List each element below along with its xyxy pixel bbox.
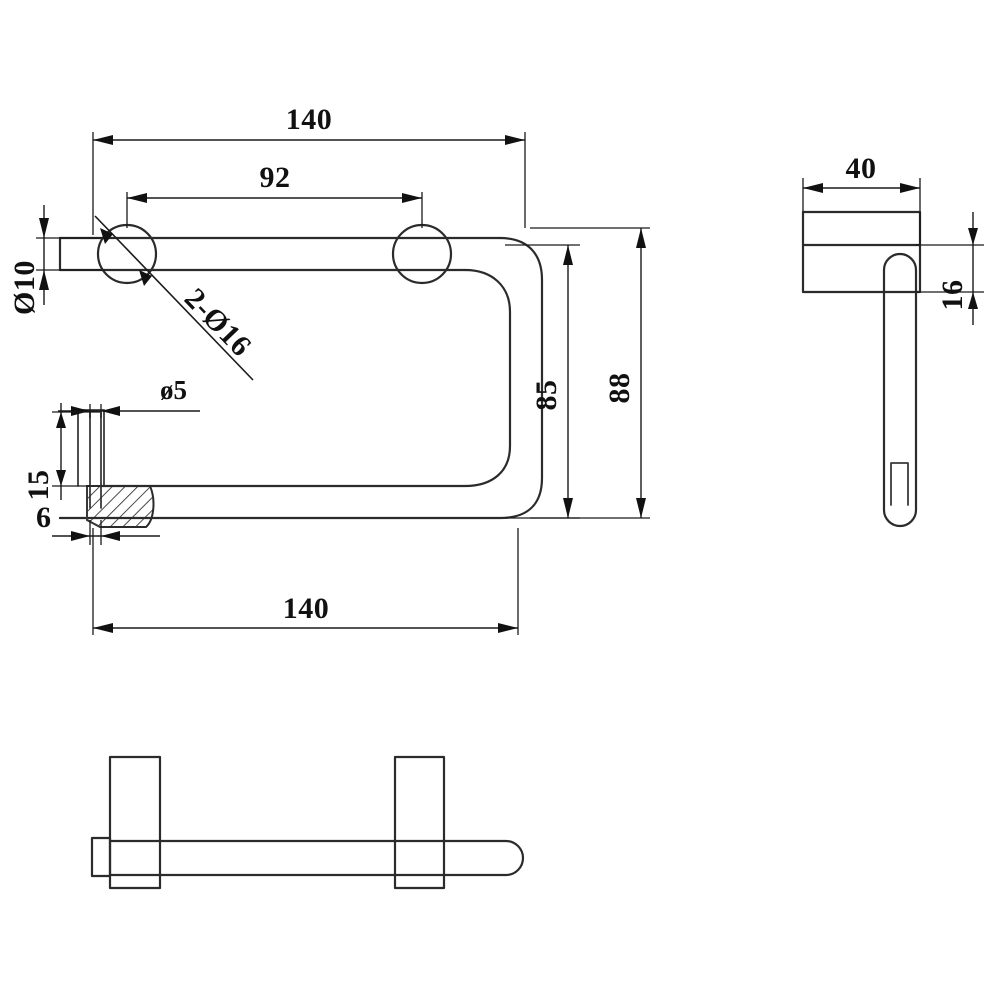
arrowhead-lower bbox=[139, 270, 152, 286]
dim-overall-width-bottom: 140 bbox=[92, 528, 519, 635]
dim-label: 15 bbox=[22, 470, 55, 501]
side-arm-bar bbox=[882, 252, 918, 528]
arrowhead-top bbox=[56, 412, 66, 428]
top-view bbox=[90, 755, 525, 890]
dim-label: 85 bbox=[530, 380, 563, 411]
dim-label: 40 bbox=[846, 152, 877, 185]
dim-label: 2-Ø16 bbox=[178, 282, 258, 363]
dim-plate-thickness: 6 bbox=[36, 501, 160, 545]
arrowhead-bottom bbox=[39, 270, 49, 290]
arrowhead-right bbox=[402, 193, 422, 203]
arrowhead-bottom bbox=[636, 498, 646, 518]
u-arm-inner-profile bbox=[98, 268, 512, 488]
dim-label: Ø10 bbox=[8, 260, 41, 315]
dim-label: 6 bbox=[36, 501, 52, 534]
top-view-right-boss bbox=[393, 755, 446, 890]
front-view-geometry bbox=[58, 223, 544, 528]
dim-overall-width-top: 140 bbox=[92, 103, 526, 235]
dim-boss-height: 15 bbox=[22, 403, 100, 501]
plate-section-hatch bbox=[86, 485, 155, 528]
dim-bar-diameter: Ø10 bbox=[8, 205, 105, 315]
side-view-geometry bbox=[801, 210, 922, 528]
dim-label: 92 bbox=[260, 161, 291, 194]
arrowhead-bottom bbox=[968, 292, 978, 309]
arrowhead-top bbox=[968, 228, 978, 245]
arrowhead-left bbox=[803, 183, 823, 193]
dim-label: 88 bbox=[603, 373, 636, 404]
arrowhead-bottom bbox=[563, 498, 573, 518]
arrowhead-left bbox=[71, 531, 90, 541]
arrowhead-top bbox=[636, 228, 646, 248]
arrowhead-left bbox=[93, 623, 113, 633]
dim-inner-height: 85 bbox=[505, 244, 580, 519]
arrowhead-right bbox=[505, 135, 525, 145]
hatch-left-outline bbox=[86, 485, 101, 528]
mounting-hole-right bbox=[391, 223, 453, 285]
arrowhead-left bbox=[71, 406, 90, 416]
arrowhead-top bbox=[563, 245, 573, 265]
leader-line bbox=[94, 215, 254, 381]
arrowhead-left bbox=[127, 193, 147, 203]
arrowhead-right bbox=[101, 406, 120, 416]
top-view-geometry bbox=[90, 755, 525, 890]
side-view: 40 16 bbox=[801, 152, 984, 528]
u-arm-outer-profile bbox=[58, 236, 544, 520]
dim-plate-width: 40 bbox=[802, 152, 921, 245]
arrowhead-upper bbox=[100, 228, 113, 244]
side-plate-upper bbox=[801, 210, 922, 294]
front-view: 140 92 Ø10 bbox=[8, 103, 650, 635]
top-view-bar bbox=[108, 839, 525, 877]
arrowhead-right bbox=[900, 183, 920, 193]
arrowhead-left bbox=[93, 135, 113, 145]
dim-label: 140 bbox=[283, 592, 330, 625]
dim-label: ø5 bbox=[160, 375, 187, 405]
dim-screw-hole: ø5 bbox=[58, 375, 200, 418]
arrowhead-right bbox=[498, 623, 518, 633]
top-view-left-boss bbox=[108, 755, 162, 890]
dim-label: 140 bbox=[286, 103, 333, 136]
arrowhead-bottom bbox=[56, 470, 66, 486]
arrowhead-right bbox=[101, 531, 120, 541]
dim-overall-height: 88 bbox=[530, 227, 650, 519]
side-arm-slot bbox=[890, 462, 909, 506]
dim-hole-spacing: 92 bbox=[126, 161, 423, 228]
arrowhead-top bbox=[39, 218, 49, 238]
dim-plate-depth: 16 bbox=[916, 212, 984, 325]
dim-label: 16 bbox=[936, 280, 969, 311]
dim-holes-callout: 2-Ø16 bbox=[94, 215, 258, 381]
top-view-left-tab bbox=[90, 836, 112, 878]
